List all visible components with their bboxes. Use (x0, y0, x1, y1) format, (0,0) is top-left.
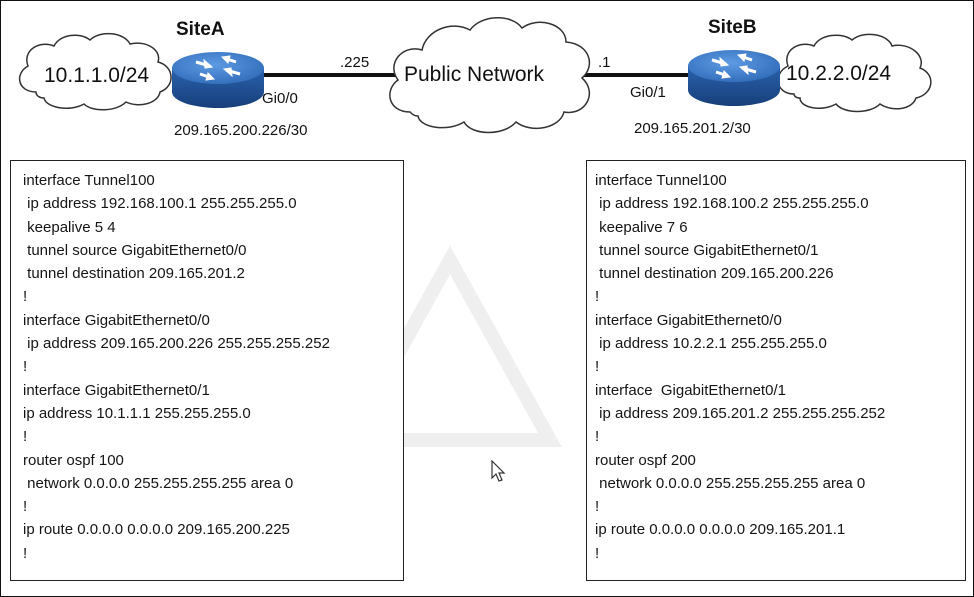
siteb-wan-interface: Gi0/1 (630, 84, 666, 101)
sitea-config-line: ! (23, 358, 28, 376)
siteb-config-line: tunnel source GigabitEthernet0/1 (595, 241, 819, 259)
sitea-config-line: ! (23, 498, 28, 516)
siteb-config-line: ! (595, 288, 600, 306)
siteb-config-line: ip address 209.165.201.2 255.255.255.252 (595, 404, 886, 422)
siteb-next-hop-label: .1 (598, 54, 611, 71)
siteb-config-line: ip address 10.2.2.1 255.255.255.0 (595, 335, 827, 353)
sitea-config-line: keepalive 5 4 (23, 218, 116, 236)
sitea-config-panel: interface Tunnel100 ip address 192.168.1… (10, 160, 404, 581)
sitea-config-line: router ospf 100 (23, 451, 124, 469)
cloud-public-network (389, 17, 591, 134)
sitea-config-line: ! (23, 288, 28, 306)
siteb-config-line: ip address 192.168.100.2 255.255.255.0 (595, 195, 869, 213)
sitea-config-line: interface Tunnel100 (23, 172, 155, 189)
router-siteb-icon (688, 50, 780, 106)
sitea-config-line: ip address 209.165.200.226 255.255.255.2… (23, 335, 330, 353)
sitea-config-line: tunnel source GigabitEthernet0/0 (23, 241, 247, 259)
router-sitea-icon (172, 52, 264, 108)
siteb-config-line: ! (595, 498, 600, 516)
siteb-config-line: router ospf 200 (595, 451, 696, 469)
siteb-config-line: interface GigabitEthernet0/1 (595, 381, 786, 399)
siteb-config-panel: interface Tunnel100 ip address 192.168.1… (586, 160, 966, 581)
sitea-wan-ip: 209.165.200.226/30 (174, 122, 308, 139)
siteb-config-line: ! (595, 358, 600, 376)
sitea-config-line: ip address 10.1.1.1 255.255.255.0 (23, 404, 251, 422)
sitea-config-line: tunnel destination 209.165.201.2 (23, 265, 245, 283)
cloud-siteb-lan (777, 33, 932, 113)
public-network-label: Public Network (404, 63, 545, 86)
sitea-wan-interface: Gi0/0 (262, 90, 298, 107)
cloud-sitea-lan (18, 32, 172, 111)
sitea-config-line: interface GigabitEthernet0/0 (23, 311, 210, 329)
siteb-config-line: ! (595, 428, 600, 446)
sitea-config-line: ip address 192.168.100.1 255.255.255.0 (23, 195, 297, 213)
siteb-config-line: ip route 0.0.0.0 0.0.0.0 209.165.201.1 (595, 521, 846, 539)
sitea-config-line: ip route 0.0.0.0 0.0.0.0 209.165.200.225 (23, 521, 290, 539)
siteb-config-line: interface Tunnel100 (595, 172, 727, 189)
network-topology (18, 17, 932, 134)
sitea-next-hop-label: .225 (340, 54, 370, 71)
sitea-config-line: ! (23, 428, 28, 446)
sitea-config-line: ! (23, 544, 28, 562)
siteb-lan-subnet: 10.2.2.0/24 (786, 62, 892, 85)
siteb-wan-ip: 209.165.201.2/30 (634, 120, 751, 137)
sitea-config-line: network 0.0.0.0 255.255.255.255 area 0 (23, 474, 294, 492)
sitea-name: SiteA (176, 19, 225, 40)
siteb-config-line: keepalive 7 6 (595, 218, 688, 236)
sitea-lan-subnet: 10.1.1.0/24 (44, 64, 150, 87)
siteb-name: SiteB (708, 17, 757, 38)
sitea-config-line: interface GigabitEthernet0/1 (23, 381, 210, 399)
siteb-config-line: tunnel destination 209.165.200.226 (595, 265, 834, 283)
siteb-config-line: interface GigabitEthernet0/0 (595, 311, 782, 329)
siteb-config-line: network 0.0.0.0 255.255.255.255 area 0 (595, 474, 866, 492)
mouse-cursor-icon (491, 460, 506, 482)
siteb-config-line: ! (595, 544, 600, 562)
